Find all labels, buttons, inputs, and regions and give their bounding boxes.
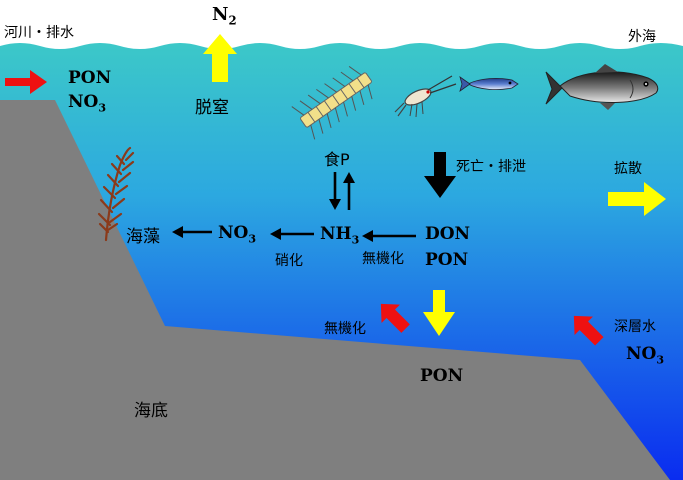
river-no3-label: NO3 — [68, 92, 107, 115]
no3-mid-label: NO3 — [218, 223, 257, 246]
river-pon-label: PON — [68, 68, 112, 88]
nh3-label: NH3 — [320, 224, 360, 247]
pon-mid-label: PON — [425, 250, 469, 270]
feeding-up-arrow — [343, 172, 355, 210]
n2-label: N2 — [212, 4, 237, 28]
seabed — [0, 100, 670, 480]
deep-water-label: 深層水 — [614, 319, 656, 335]
river-input-arrow — [5, 70, 47, 94]
seaweed-label: 海藻 — [126, 227, 160, 247]
mineralization-bottom-label: 無機化 — [324, 321, 366, 337]
denitrification-label: 脱窒 — [195, 98, 229, 118]
no3-to-seaweed-arrow — [172, 226, 212, 238]
zooplankton-icon — [394, 75, 457, 118]
death-excretion-arrow — [424, 152, 456, 198]
don-to-nh3-arrow — [362, 230, 416, 242]
feeding-label: 食P — [324, 150, 350, 169]
denitrification-arrow — [203, 34, 237, 82]
nh3-to-no3-arrow — [270, 228, 314, 240]
death-excretion-label: 死亡・排泄 — [456, 159, 526, 175]
diffusion-label: 拡散 — [614, 161, 642, 177]
nitrification-label: 硝化 — [275, 253, 303, 269]
mineralization-red-arrow — [380, 303, 410, 333]
seaweed-icon — [97, 146, 135, 242]
sinking-arrow — [423, 290, 455, 336]
large-fish-icon — [545, 64, 659, 110]
pon-bottom-label: PON — [420, 366, 464, 386]
river-label: 河川・排水 — [4, 25, 74, 41]
release-down-arrow — [329, 172, 341, 210]
don-label: DON — [425, 224, 471, 244]
phytoplankton-icon — [291, 66, 373, 140]
small-fish-icon — [459, 76, 519, 92]
outer-sea-label: 外海 — [628, 29, 656, 45]
deep-no3-label: NO3 — [626, 344, 665, 367]
seabed-label: 海底 — [134, 401, 168, 421]
deep-water-red-arrow — [573, 315, 604, 346]
mineralization-label: 無機化 — [362, 251, 404, 267]
diffusion-arrow — [608, 182, 666, 216]
